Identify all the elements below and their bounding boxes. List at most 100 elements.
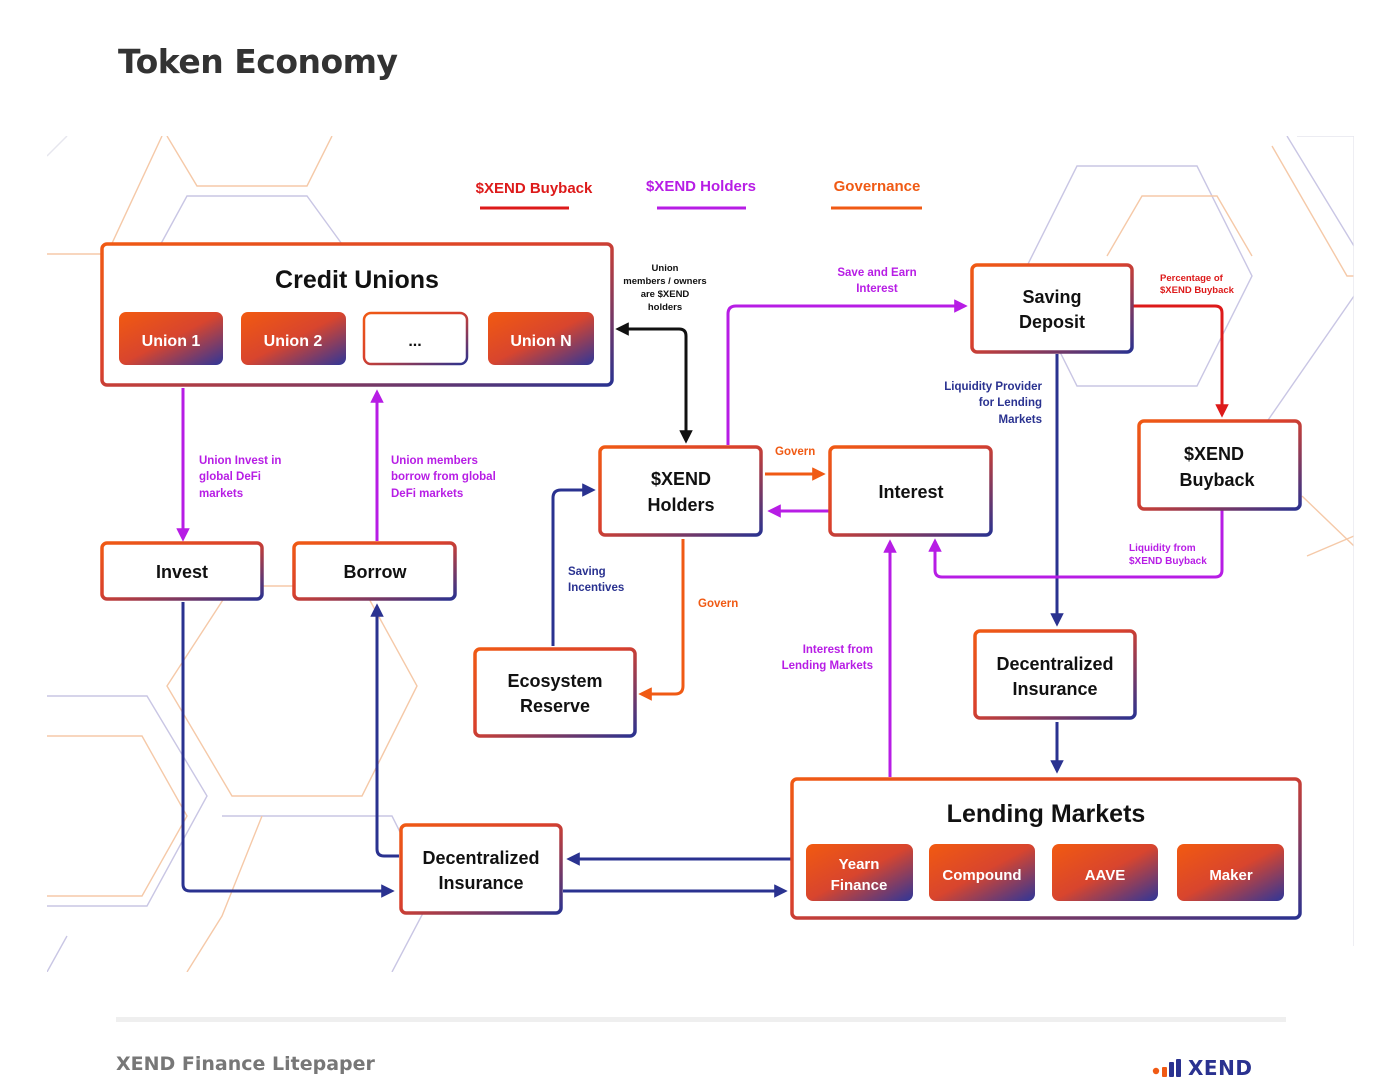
arrow-insurance-borrow	[370, 603, 399, 858]
svg-text:$XEND Buyback: $XEND Buyback	[1160, 285, 1235, 296]
svg-text:global DeFi: global DeFi	[199, 471, 261, 483]
annotations: Union members / owners are $XEND holders…	[199, 263, 1235, 672]
arrow-invest-insurance	[181, 602, 395, 898]
credit-unions-box[interactable]: Credit Unions Union 1 Union 2 ... Union …	[100, 242, 614, 387]
compound-pill[interactable]: Compound	[929, 844, 1035, 901]
svg-text:Compound: Compound	[942, 867, 1021, 884]
svg-text:Liquidity from: Liquidity from	[1129, 543, 1196, 554]
union-ellipsis-pill[interactable]: ...	[362, 311, 469, 366]
annotation-govern-mid: Govern	[698, 598, 738, 610]
lending-markets-box[interactable]: Lending Markets Yearn Finance Compound A…	[790, 777, 1302, 920]
svg-text:Buyback: Buyback	[1179, 470, 1255, 490]
annotation-interest-from: Interest from Lending Markets	[782, 644, 873, 672]
svg-text:Decentralized: Decentralized	[422, 848, 539, 868]
svg-text:Interest from: Interest from	[803, 644, 873, 656]
token-economy-diagram: $XEND Buyback $XEND Holders Governance	[47, 136, 1354, 972]
svg-text:Insurance: Insurance	[438, 873, 523, 893]
svg-text:Union: Union	[652, 263, 679, 274]
svg-text:Markets: Markets	[999, 414, 1042, 426]
annotation-liquidity-from: Liquidity from $XEND Buyback	[1129, 543, 1207, 567]
svg-text:Decentralized: Decentralized	[996, 654, 1113, 674]
svg-text:borrow from global: borrow from global	[391, 471, 496, 483]
svg-text:Union N: Union N	[510, 333, 571, 350]
legend-label: Governance	[834, 178, 921, 195]
svg-text:$XEND: $XEND	[1184, 444, 1244, 464]
svg-text:Incentives: Incentives	[568, 582, 624, 594]
svg-text:Holders: Holders	[647, 495, 714, 515]
aave-pill[interactable]: AAVE	[1052, 844, 1158, 901]
annotation-save-earn: Save and Earn Interest	[837, 267, 916, 295]
annotation-saving-incentives: Saving Incentives	[568, 566, 624, 594]
svg-text:Yearn: Yearn	[839, 856, 880, 873]
page-title: Token Economy	[118, 42, 398, 81]
svg-text:Saving: Saving	[1022, 287, 1081, 307]
svg-text:Union 1: Union 1	[142, 333, 201, 350]
legend-item-holders: $XEND Holders	[646, 178, 756, 210]
union-2-pill[interactable]: Union 2	[241, 312, 346, 365]
saving-deposit-box[interactable]: Saving Deposit	[970, 263, 1134, 354]
arrow-save-earn	[726, 299, 968, 445]
arrow-unions-holders	[615, 322, 693, 444]
svg-text:AAVE: AAVE	[1085, 867, 1126, 884]
annotation-percentage-buyback: Percentage of $XEND Buyback	[1160, 273, 1235, 296]
legend-item-governance: Governance	[831, 178, 922, 210]
svg-text:DeFi markets: DeFi markets	[391, 488, 463, 500]
arrow-buyback-interest	[928, 510, 1224, 579]
credit-unions-title: Credit Unions	[275, 266, 439, 294]
legend: $XEND Buyback $XEND Holders Governance	[476, 178, 922, 210]
union-1-pill[interactable]: Union 1	[119, 312, 223, 365]
legend-label: $XEND Buyback	[476, 180, 593, 197]
yearn-finance-pill[interactable]: Yearn Finance	[806, 844, 913, 901]
svg-text:Union members: Union members	[391, 455, 478, 467]
svg-text:Insurance: Insurance	[1012, 679, 1097, 699]
arrow-buyback-red	[1133, 304, 1229, 418]
svg-text:Maker: Maker	[1209, 867, 1253, 884]
svg-text:Save and Earn: Save and Earn	[837, 267, 916, 279]
union-n-pill[interactable]: Union N	[488, 312, 594, 365]
svg-text:markets: markets	[199, 488, 243, 500]
svg-text:Ecosystem: Ecosystem	[507, 671, 602, 691]
svg-text:Saving: Saving	[568, 566, 606, 578]
connectors	[176, 299, 1229, 898]
maker-pill[interactable]: Maker	[1177, 844, 1284, 901]
ecosystem-reserve-box[interactable]: Ecosystem Reserve	[473, 647, 637, 738]
xend-logo: XEND	[1152, 1056, 1252, 1080]
annotation-union-members: Union members / owners are $XEND holders	[623, 263, 706, 313]
decentralized-insurance-right-box[interactable]: Decentralized Insurance	[973, 629, 1137, 720]
svg-text:for Lending: for Lending	[979, 397, 1042, 409]
hexagon-background	[47, 136, 1354, 972]
svg-text:Lending Markets: Lending Markets	[782, 660, 873, 672]
svg-text:Liquidity Provider: Liquidity Provider	[944, 381, 1042, 393]
svg-text:Percentage of: Percentage of	[1160, 273, 1224, 284]
interest-box[interactable]: Interest	[828, 445, 993, 537]
svg-text:members / owners: members / owners	[623, 276, 706, 287]
svg-text:Interest: Interest	[856, 283, 898, 295]
annotation-govern-top: Govern	[775, 446, 815, 458]
svg-text:...: ...	[408, 333, 421, 350]
arrow-saving-incentives	[551, 483, 596, 646]
footer-title: XEND Finance Litepaper	[116, 1053, 375, 1075]
annotation-union-invest: Union Invest in global DeFi markets	[199, 455, 281, 500]
svg-text:Invest: Invest	[156, 562, 208, 582]
legend-item-buyback: $XEND Buyback	[476, 180, 593, 210]
xend-buyback-box[interactable]: $XEND Buyback	[1137, 419, 1302, 511]
footer-divider	[116, 1017, 1286, 1022]
svg-text:Interest: Interest	[878, 482, 943, 502]
svg-text:Union Invest in: Union Invest in	[199, 455, 281, 467]
xend-logo-icon	[1152, 1059, 1181, 1077]
legend-label: $XEND Holders	[646, 178, 756, 195]
svg-text:Deposit: Deposit	[1019, 312, 1085, 332]
annotation-union-borrow: Union members borrow from global DeFi ma…	[391, 455, 496, 500]
decentralized-insurance-bottom-box[interactable]: Decentralized Insurance	[399, 823, 563, 915]
annotation-liquidity-provider: Liquidity Provider for Lending Markets	[944, 381, 1042, 426]
xend-holders-box[interactable]: $XEND Holders	[598, 445, 763, 537]
borrow-box[interactable]: Borrow	[292, 541, 457, 601]
svg-text:$XEND Buyback: $XEND Buyback	[1129, 556, 1207, 567]
arrow-govern-reserve	[638, 539, 685, 701]
svg-text:Union 2: Union 2	[264, 333, 323, 350]
xend-logo-text: XEND	[1188, 1056, 1253, 1080]
invest-box[interactable]: Invest	[100, 541, 264, 601]
svg-text:Finance: Finance	[831, 877, 888, 894]
svg-text:holders: holders	[648, 302, 682, 313]
svg-text:Reserve: Reserve	[520, 696, 590, 716]
